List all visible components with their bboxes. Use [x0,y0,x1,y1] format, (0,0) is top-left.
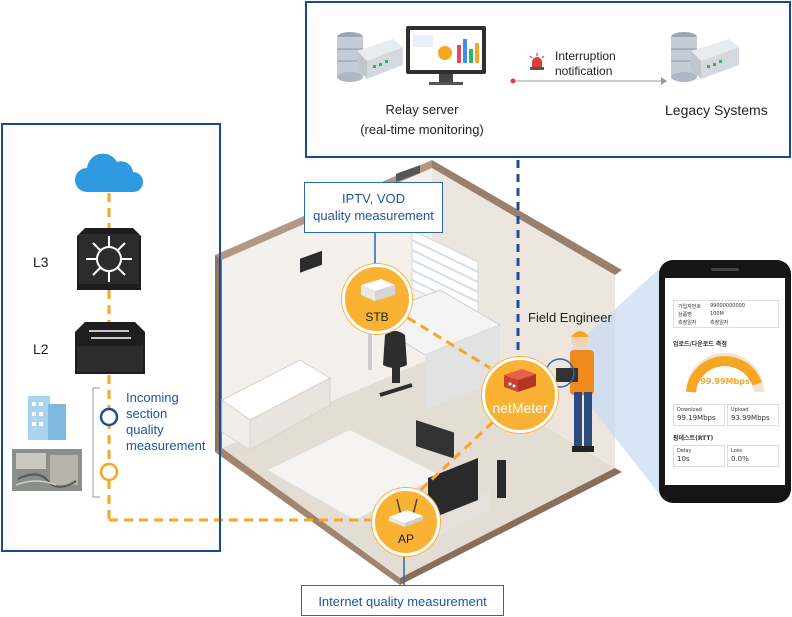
updown-title: 업로드/다운로드 측정 [673,341,727,348]
field-engineer-figure [545,331,594,452]
ap-badge: AP [372,488,440,556]
tv-set [428,458,506,540]
iptv-callout-line2: quality measurement [313,208,434,223]
l3-label: L3 [33,254,49,270]
download-box: Download 99.19Mbps [673,404,725,426]
iptv-callout: IPTV, VOD quality measurement [304,182,443,233]
netmeter-device-icon [504,369,536,392]
info-row-2-key: 측정일자 [678,320,697,326]
info-row-1-key: 상품명 [678,312,692,318]
alarm-icon [529,53,545,70]
ping-title: 핑테스트(RTT) [673,435,714,442]
stb-box-icon [361,279,395,301]
stb-badge: STB [342,264,412,334]
relay-server-icon [337,32,403,82]
download-value: 99.19Mbps [677,414,716,422]
cable-stb-netmeter [394,308,491,370]
subscriber-info-box: 가입자번호 99000000000 상품명 100M 측정일자 측정일자 [673,300,779,328]
interruption-label-line2: notification [555,64,613,78]
netmeter-label: netMeter [492,400,548,416]
cable-ap-netmeter [408,418,497,502]
info-row-1-value: 100M [710,311,724,317]
l2-label: L2 [33,341,49,357]
room-floor-edge-right [400,468,622,585]
l2-switch-icon [75,322,145,374]
loss-value: 0.0% [731,455,749,463]
upload-box: Upload 93.99Mbps [727,404,779,426]
smartphone-speaker [711,268,739,271]
office-chair [379,331,413,397]
info-row-2-value: 측정일자 [710,320,729,326]
stb-label: STB [365,310,389,324]
incoming-point-orange [99,462,119,482]
incoming-point-blue [99,407,119,427]
legacy-systems-label: Legacy Systems [665,102,768,118]
interruption-label-line1: Interruption [555,49,616,63]
network-panel [1,123,221,552]
room-right-wall [432,168,615,468]
loss-box: Loss 0.0% [727,445,779,467]
wiring-cabinet-photo [12,449,82,491]
monitoring-display-icon [406,26,486,85]
upload-value: 93.99Mbps [731,414,770,422]
window-blinds [411,229,479,321]
legacy-server-icon [671,32,739,82]
incoming-label-line1: Incoming [126,390,179,405]
field-engineer-label: Field Engineer [528,310,612,325]
relay-server-label-line1: Relay server [385,102,459,117]
phone-light-beam [570,268,660,495]
download-label: Download [677,407,702,413]
l3-switch-icon [77,228,141,290]
cloud-icon [75,153,143,192]
incoming-label-line2: section [126,406,168,421]
upload-label: Upload [731,407,749,413]
incoming-label-line3: quality [126,422,164,437]
smartphone: 가입자번호 99000000000 상품명 100M 측정일자 측정일자 업로드… [659,260,791,503]
building-icon [28,396,66,440]
smartphone-screen: 가입자번호 99000000000 상품명 100M 측정일자 측정일자 업로드… [665,278,785,485]
speed-gauge [686,353,764,393]
internet-callout-text: Internet quality measurement [318,594,487,609]
ap-label: AP [397,532,414,546]
iptv-callout-line1: IPTV, VOD [341,191,406,206]
info-row-0-key: 가입자번호 [678,304,702,310]
notification-arrow [510,77,667,85]
internet-callout: Internet quality measurement [301,585,504,616]
relay-server-label-line2: (real-time monitoring) [360,122,484,137]
incoming-label-line4: measurement [126,438,206,453]
incoming-bracket [92,387,100,498]
info-row-0-value: 99000000000 [710,303,745,309]
delay-label: Delay [677,448,692,454]
netmeter-badge: netMeter [482,357,558,433]
gauge-value: 99.99Mbps [700,377,750,386]
monitoring-panel: Relay server (real-time monitoring) Inte… [305,1,791,158]
room-top-right-edge [432,160,622,275]
room-floor-edge-left [215,448,400,585]
sofa [221,250,332,451]
loss-label: Loss [731,448,742,454]
delay-value: 10s [677,455,690,463]
ap-router-icon [389,498,423,527]
delay-box: Delay 10s [673,445,725,467]
